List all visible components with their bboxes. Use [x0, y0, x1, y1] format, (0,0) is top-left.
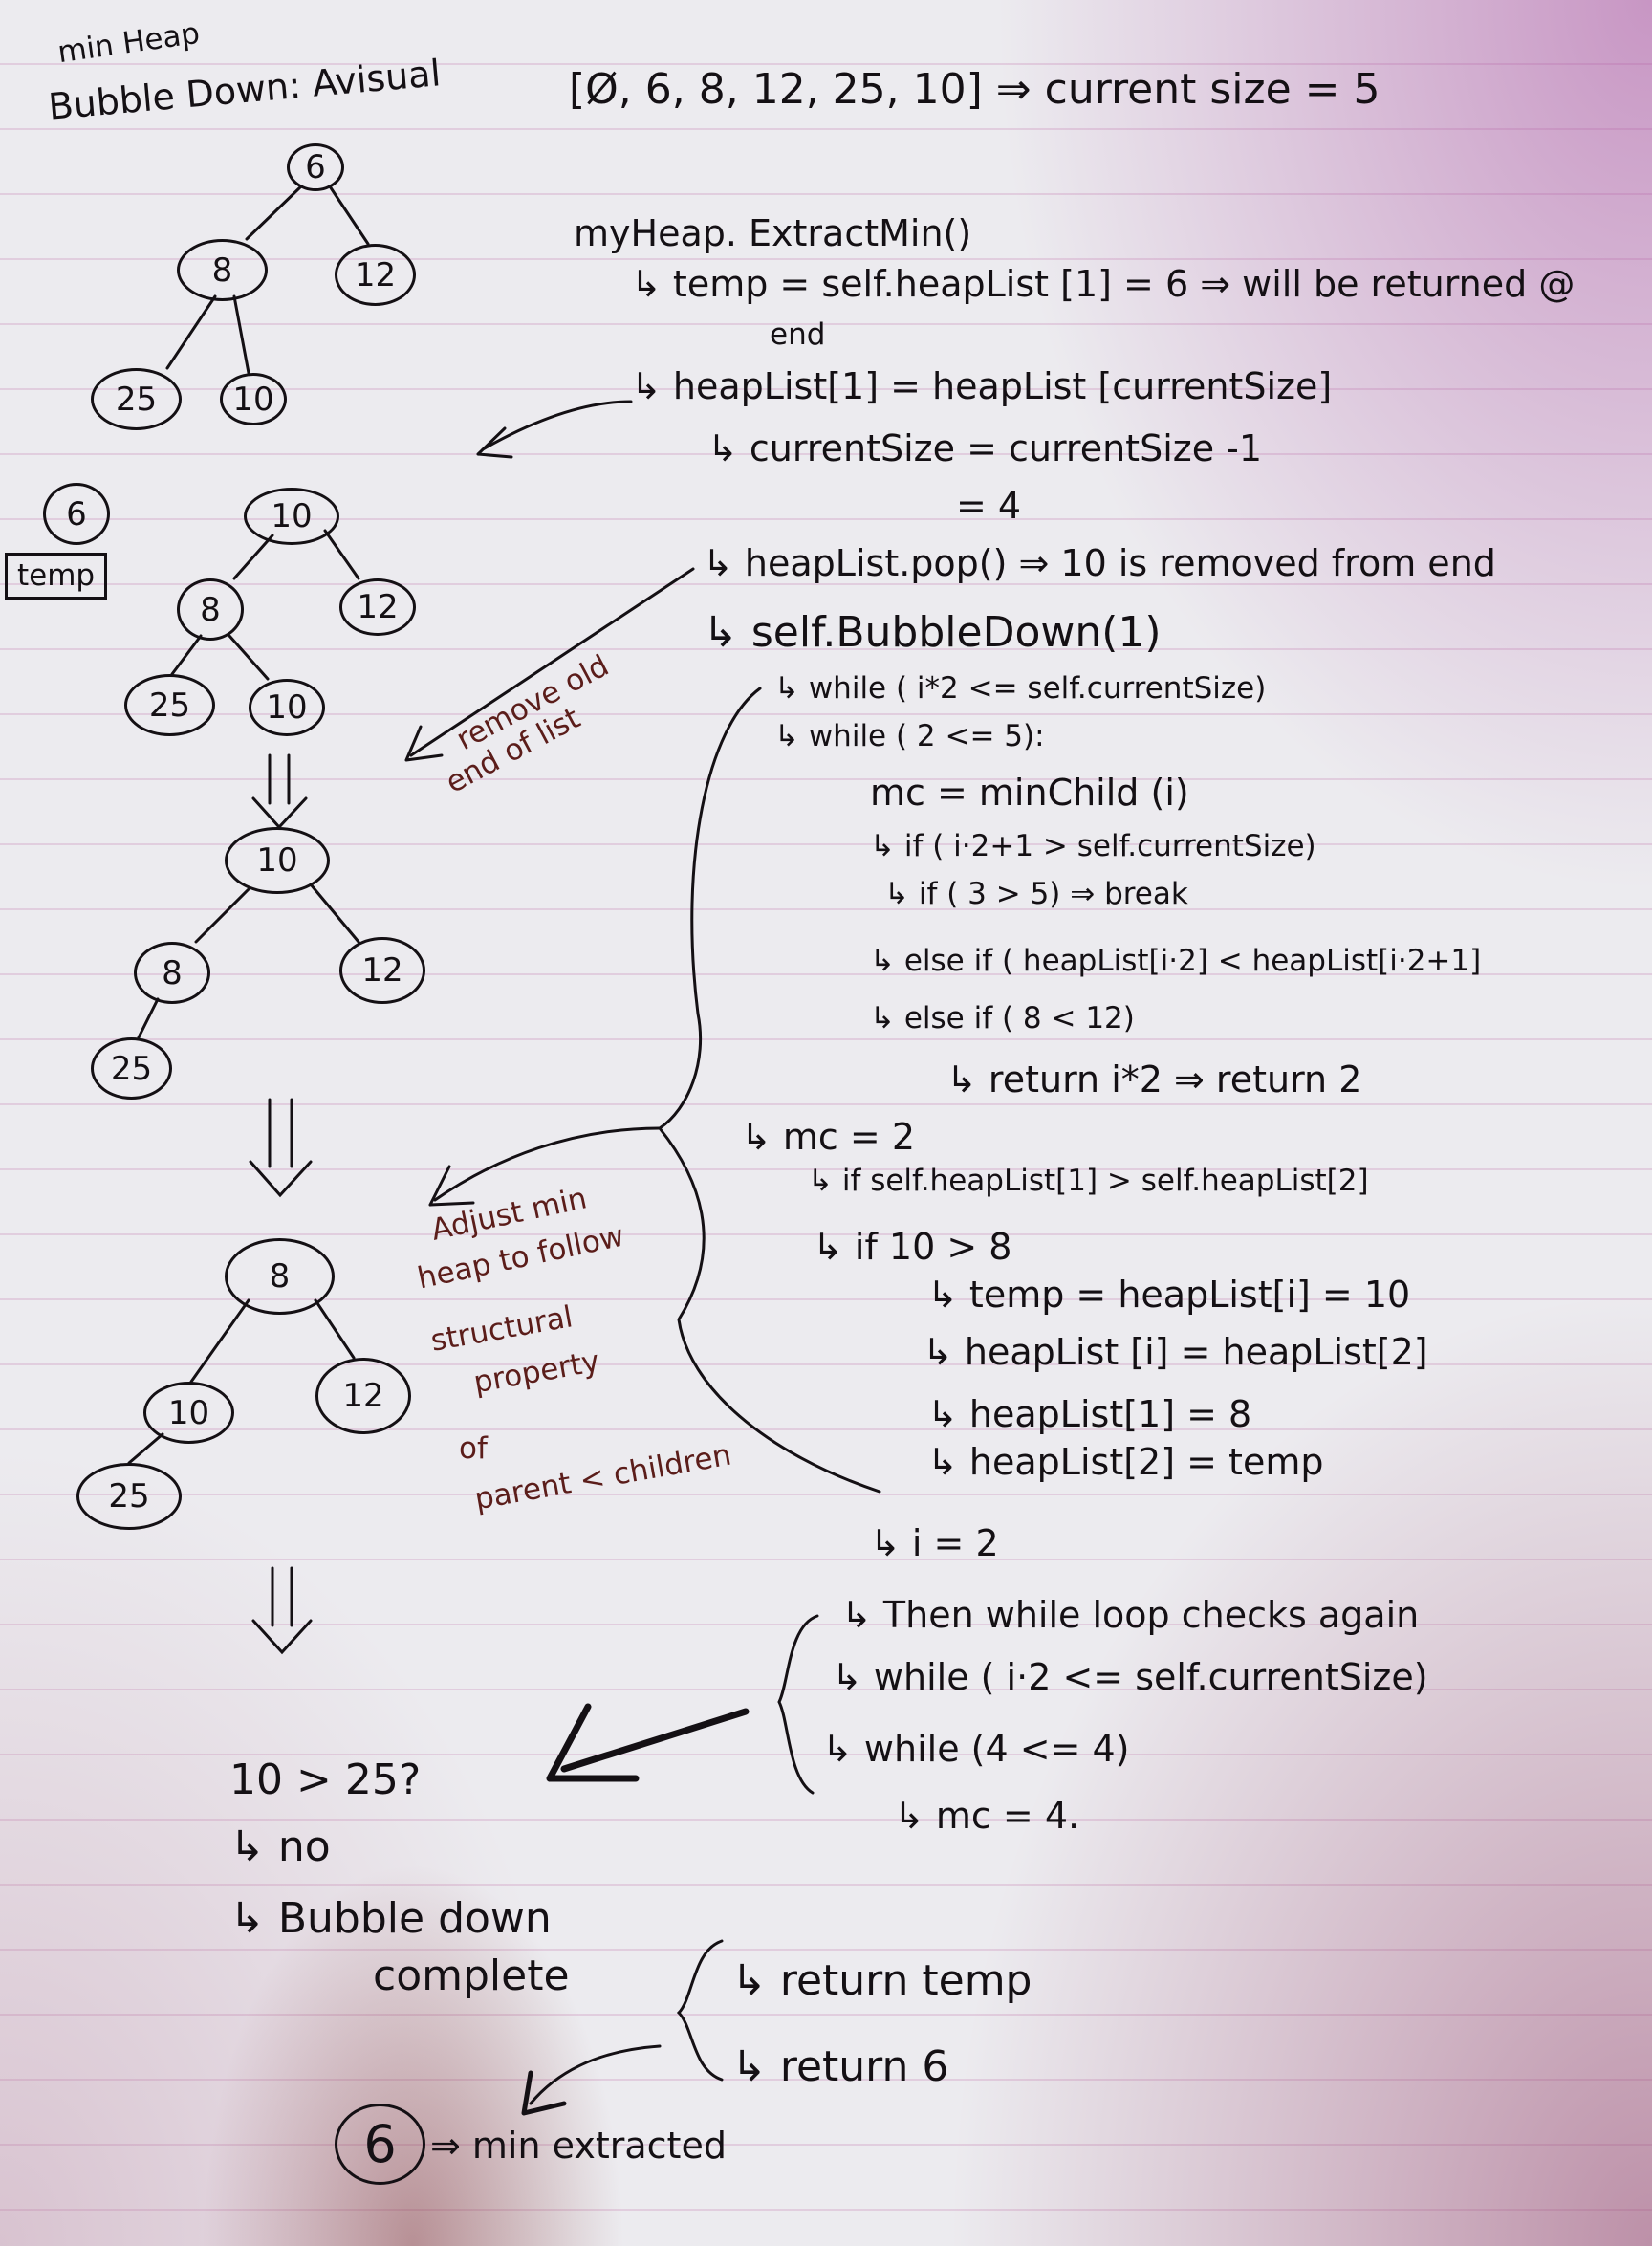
- tree3-node: 25: [91, 1037, 172, 1100]
- tree1-node: 25: [91, 368, 182, 430]
- tree4-node: 25: [76, 1463, 182, 1530]
- temp-label: temp: [5, 553, 108, 600]
- tree1-node: 12: [335, 244, 416, 306]
- step-else-if-2: ↳ else if ( 8 < 12): [870, 1001, 1135, 1036]
- tree4-node: 10: [143, 1382, 234, 1444]
- tree3-node: 8: [134, 942, 210, 1004]
- step-10-gt-25: 10 > 25?: [229, 1755, 422, 1804]
- step-heaplist-temp: ↳ heapList[2] = temp: [927, 1441, 1324, 1483]
- step-mc-2: ↳ mc = 2: [741, 1116, 916, 1158]
- step-temp: ↳ temp = self.heapList [1] = 6 ⇒ will be…: [631, 263, 1576, 305]
- step-min-extracted: ⇒ min extracted: [430, 2125, 727, 2167]
- step-return-temp: ↳ return temp: [731, 1956, 1032, 2005]
- tree2-node: 12: [339, 578, 416, 636]
- tree1-node: 10: [220, 373, 287, 425]
- tree3-node: 12: [339, 937, 425, 1004]
- temp-value-circle: 6: [43, 483, 110, 545]
- note-adjust-5: of: [459, 1431, 488, 1466]
- step-while-check: ↳ while ( i·2 <= self.currentSize): [832, 1656, 1428, 1698]
- step-swap-1: ↳ heapList [i] = heapList[2]: [923, 1331, 1428, 1373]
- step-return-2: ↳ return i*2 ⇒ return 2: [946, 1058, 1362, 1101]
- step-end: end: [770, 317, 826, 352]
- step-mc-4: ↳ mc = 4.: [894, 1795, 1080, 1837]
- step-extract-min: myHeap. ExtractMin(): [574, 212, 972, 254]
- step-currentsize: ↳ currentSize = currentSize -1: [707, 427, 1263, 469]
- tree2-node: 25: [124, 674, 215, 736]
- tree4-root: 8: [225, 1238, 335, 1315]
- step-heaplist-8: ↳ heapList[1] = 8: [927, 1393, 1252, 1435]
- final-value-circle: 6: [335, 2104, 425, 2185]
- step-minchild: mc = minChild (i): [870, 772, 1189, 814]
- step-bubble-done: ↳ Bubble down: [229, 1894, 552, 1943]
- step-complete: complete: [373, 1952, 570, 2000]
- step-bubble-down: ↳ self.BubbleDown(1): [703, 608, 1162, 657]
- step-heaplist-1: ↳ heapList[1] = heapList [currentSize]: [631, 365, 1333, 407]
- tree1-node: 8: [177, 239, 268, 301]
- step-then-while: ↳ Then while loop checks again: [841, 1594, 1420, 1636]
- step-equals-4: = 4: [956, 485, 1022, 527]
- tree3-root: 10: [225, 827, 330, 894]
- tree4-node: 12: [315, 1358, 411, 1434]
- step-if-2: ↳ if ( 3 > 5) ⇒ break: [884, 877, 1188, 911]
- step-while-1: ↳ while ( i*2 <= self.currentSize): [774, 671, 1267, 706]
- step-while-4: ↳ while (4 <= 4): [822, 1728, 1130, 1770]
- array-line: [Ø, 6, 8, 12, 25, 10] ⇒ current size = 5: [569, 65, 1380, 114]
- step-else-if-1: ↳ else if ( heapList[i·2] < heapList[i·2…: [870, 944, 1482, 978]
- step-temp-10: ↳ temp = heapList[i] = 10: [927, 1274, 1411, 1316]
- step-return-6: ↳ return 6: [731, 2042, 949, 2091]
- step-while-2: ↳ while ( 2 <= 5):: [774, 719, 1045, 753]
- tree1-root: 6: [287, 143, 344, 191]
- tree2-node: 10: [249, 679, 325, 736]
- step-no: ↳ no: [229, 1822, 331, 1871]
- step-if-1: ↳ if ( i·2+1 > self.currentSize): [870, 829, 1316, 863]
- tree2-node: 8: [177, 578, 244, 641]
- step-pop: ↳ heapList.pop() ⇒ 10 is removed from en…: [703, 542, 1496, 584]
- step-i-2: ↳ i = 2: [870, 1522, 999, 1564]
- step-if-10-8: ↳ if 10 > 8: [813, 1226, 1012, 1268]
- step-if-heaplist: ↳ if self.heapList[1] > self.heapList[2]: [808, 1164, 1369, 1198]
- tree2-root: 10: [244, 488, 339, 545]
